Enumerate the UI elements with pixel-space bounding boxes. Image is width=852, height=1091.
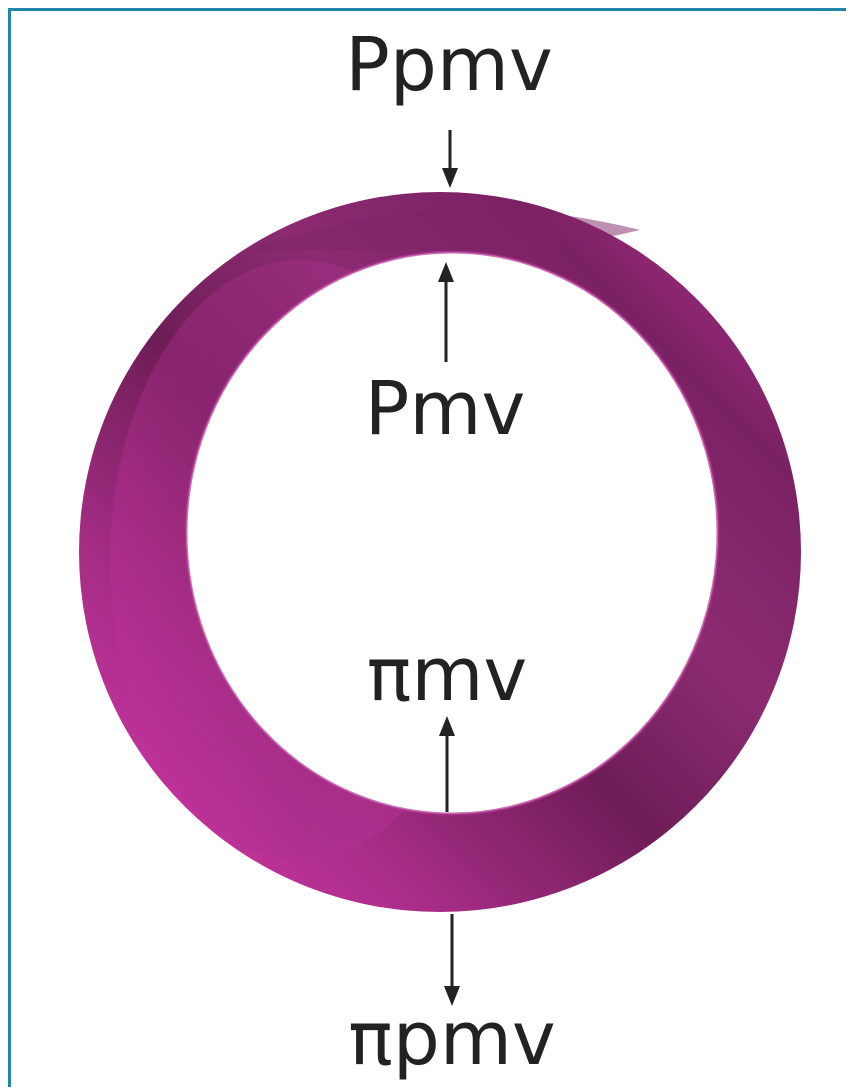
label-inner-top: Pmv (364, 366, 526, 452)
label-outer-top: Ppmv (345, 22, 553, 108)
arrow-inner-bottom (439, 716, 455, 812)
ring-left-sheen (110, 260, 490, 860)
ring-top-rim (250, 209, 640, 250)
label-inner-bottom: πmv (366, 632, 528, 718)
arrow-outer-top (442, 130, 458, 188)
ring-inner-edge (184, 250, 720, 816)
label-outer-bottom: πpmv (348, 996, 556, 1082)
arrow-outer-bottom (444, 914, 460, 1006)
arrow-inner-top (438, 262, 454, 362)
